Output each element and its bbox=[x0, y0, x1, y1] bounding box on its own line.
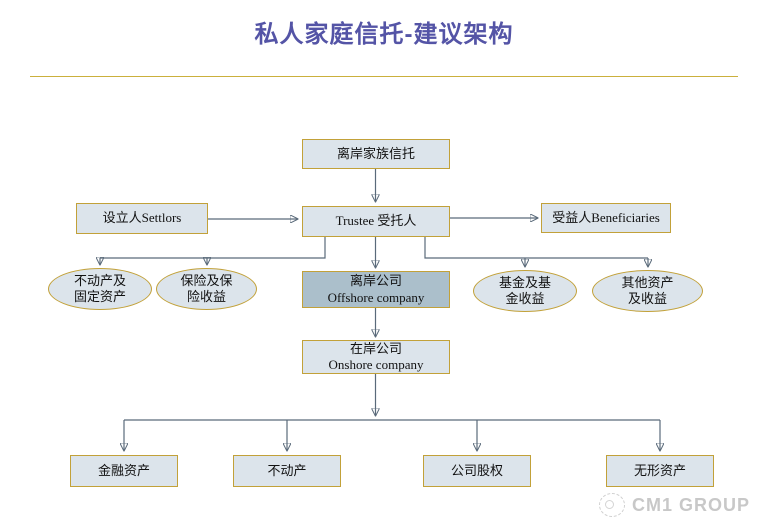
node-other-assets-income: 其他资产 及收益 bbox=[592, 270, 703, 312]
node-label-line1: 在岸公司 bbox=[349, 340, 402, 356]
node-insurance-proceeds: 保险及保 险收益 bbox=[156, 268, 257, 310]
node-onshore-company: 在岸公司 Onshore company bbox=[302, 340, 450, 374]
brand-text: CM1 GROUP bbox=[631, 494, 750, 515]
node-financial-assets: 金融资产 bbox=[70, 455, 178, 487]
node-trustee: Trustee 受托人 bbox=[302, 206, 450, 237]
node-intangible-assets: 无形资产 bbox=[606, 455, 714, 487]
node-label-line2: 固定资产 bbox=[73, 289, 126, 304]
node-label: 无形资产 bbox=[633, 462, 686, 478]
node-label-line1: 不动产及 bbox=[73, 272, 126, 288]
node-beneficiaries: 受益人Beneficiaries bbox=[541, 203, 671, 233]
node-label: Trustee 受托人 bbox=[335, 213, 417, 229]
node-label: 公司股权 bbox=[450, 462, 503, 478]
node-label-line2: 金收益 bbox=[505, 291, 545, 306]
node-label-line1: 离岸公司 bbox=[349, 273, 402, 289]
node-label-line2: 及收益 bbox=[627, 291, 667, 306]
node-label-line2: Offshore company bbox=[327, 289, 425, 305]
node-label-line2: Onshore company bbox=[328, 357, 424, 372]
node-offshore-company: 离岸公司 Offshore company bbox=[302, 271, 450, 308]
node-settlors: 设立人Settlors bbox=[76, 203, 208, 234]
node-label: 受益人Beneficiaries bbox=[552, 209, 660, 225]
node-fund-income: 基金及基 金收益 bbox=[473, 270, 577, 312]
node-label-line1: 基金及基 bbox=[498, 274, 551, 290]
elbow-right bbox=[424, 237, 648, 259]
node-label-line1: 其他资产 bbox=[621, 274, 674, 290]
sketch-circle-logo-icon bbox=[598, 493, 625, 517]
node-real-estate-fixed-assets: 不动产及 固定资产 bbox=[48, 268, 152, 310]
node-label: 不动产 bbox=[267, 462, 307, 478]
page-title: 私人家庭信托-建议架构 bbox=[254, 21, 514, 48]
node-label: 金融资产 bbox=[97, 462, 150, 478]
title-divider bbox=[30, 76, 738, 77]
elbow-left bbox=[100, 237, 326, 259]
node-real-estate: 不动产 bbox=[233, 455, 341, 487]
node-offshore-family-trust: 离岸家族信托 bbox=[302, 139, 450, 169]
node-label: 设立人Settlors bbox=[102, 210, 182, 226]
node-label: 离岸家族信托 bbox=[336, 145, 415, 161]
node-label-line2: 险收益 bbox=[186, 289, 226, 304]
brand-watermark: CM1 GROUP bbox=[598, 493, 750, 517]
node-company-equity: 公司股权 bbox=[423, 455, 531, 487]
node-label-line1: 保险及保 bbox=[180, 272, 233, 288]
